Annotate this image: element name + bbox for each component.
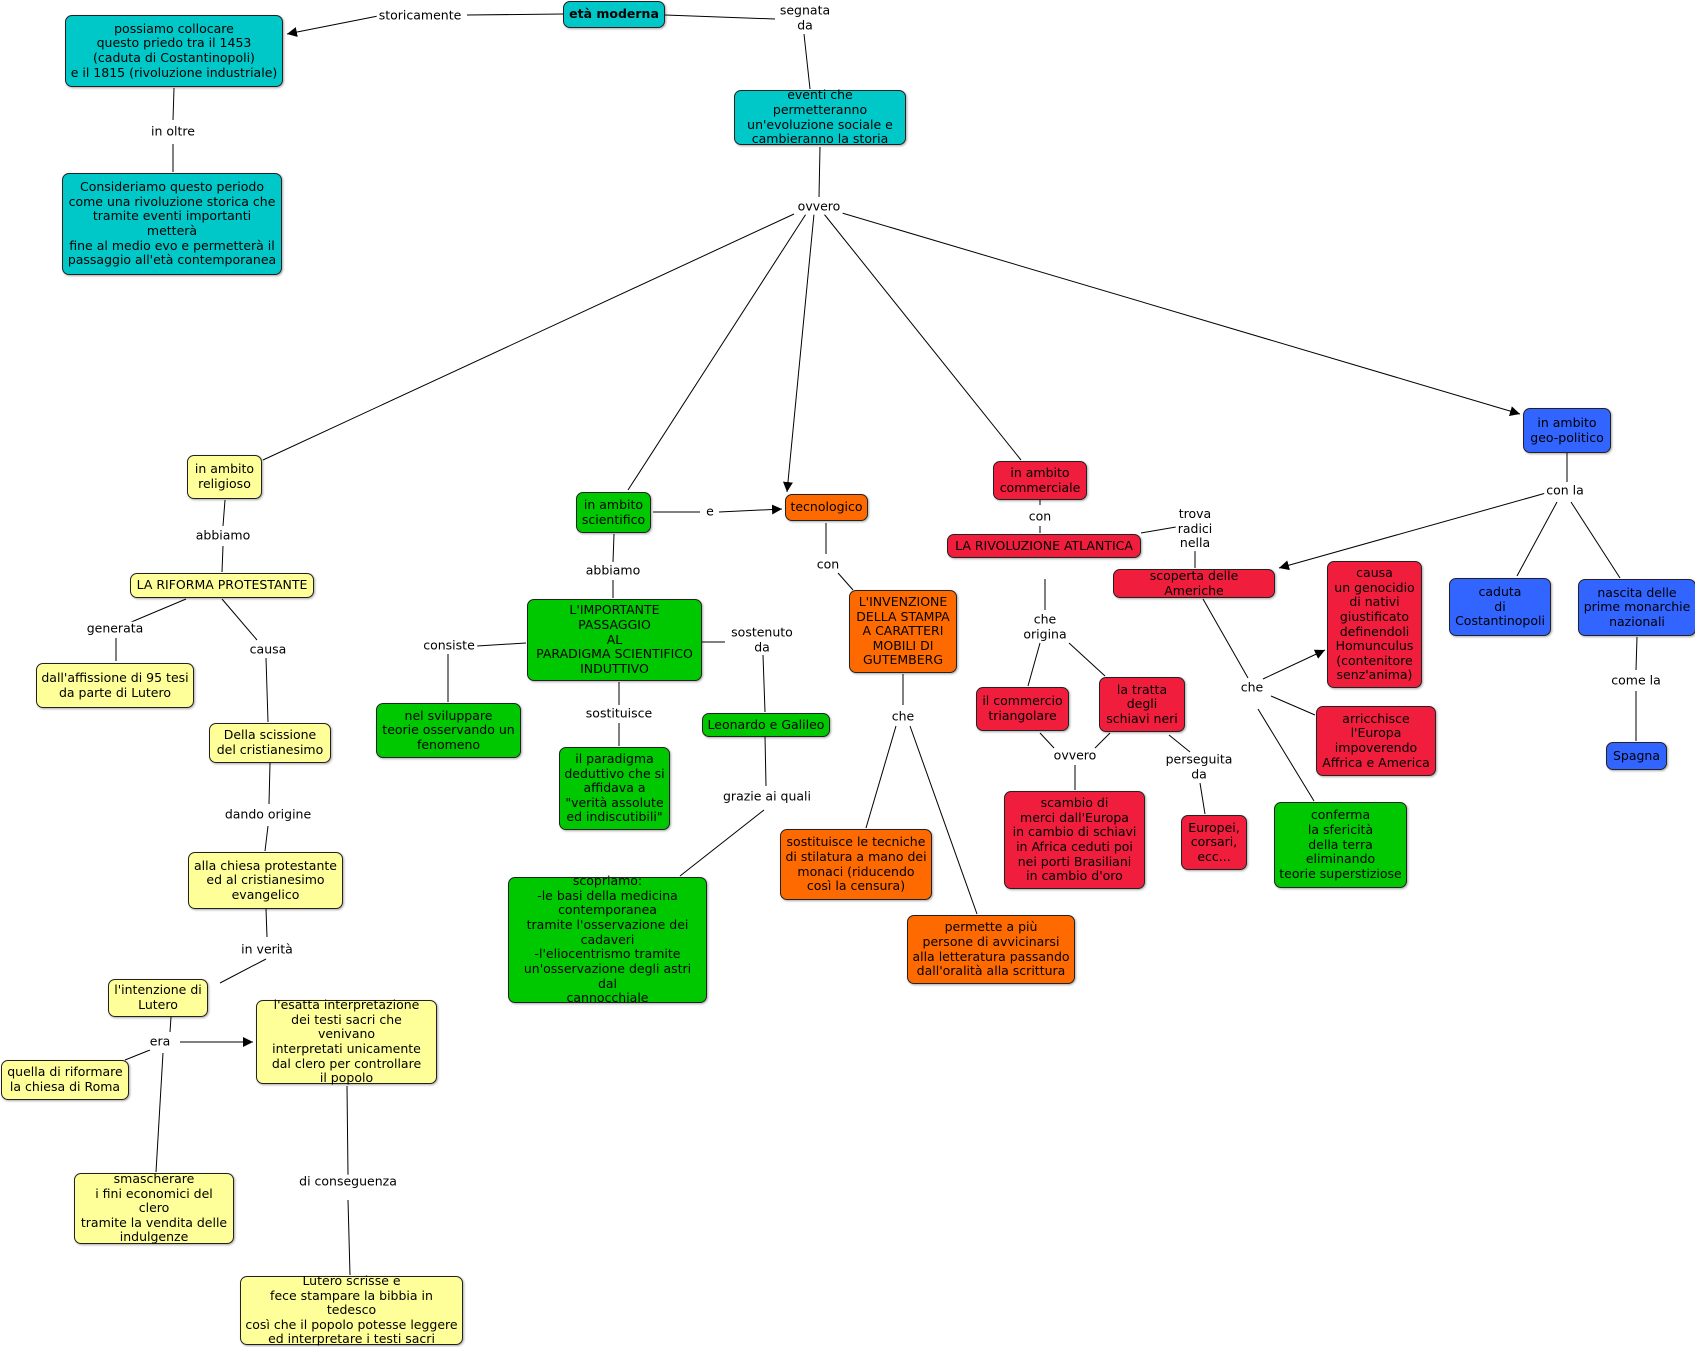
node-spagna[interactable]: Spagna (1606, 742, 1667, 770)
label-trova-radici-nella: trova radici nella (1175, 506, 1215, 551)
node-scientifico[interactable]: in ambito scientifico (576, 492, 651, 533)
label-che-stampa: che (889, 708, 917, 725)
label-con-tecnologico: con (814, 556, 842, 573)
label-con-la: con la (1544, 482, 1586, 499)
node-periodo-date[interactable]: possiamo collocare questo priedo tra il … (65, 15, 283, 87)
label-che-scoperta: che (1238, 679, 1266, 696)
label-era: era (147, 1033, 173, 1050)
node-passaggio[interactable]: L'IMPORTANTE PASSAGGIO AL PARADIGMA SCIE… (527, 599, 702, 681)
label-in-verita: in verità (239, 941, 295, 958)
label-ovvero-commercio: ovvero (1051, 747, 1099, 764)
node-tratta[interactable]: la tratta degli schiavi neri (1099, 677, 1185, 732)
node-stampa[interactable]: L'INVENZIONE DELLA STAMPA A CARATTERI MO… (849, 590, 957, 673)
label-di-conseguenza: di conseguenza (297, 1173, 399, 1190)
node-geopolitico[interactable]: in ambito geo-politico (1523, 408, 1611, 453)
node-riformare[interactable]: quella di riformare la chiesa di Roma (1, 1060, 129, 1100)
node-riforma[interactable]: LA RIFORMA PROTESTANTE (130, 573, 314, 598)
node-scissione[interactable]: Della scissione del cristianesimo (209, 723, 331, 763)
label-consiste: consiste (421, 637, 477, 654)
node-scopriamo[interactable]: scopriamo: -le basi della medicina conte… (508, 873, 707, 1005)
node-rivoluzione-atlantica[interactable]: LA RIVOLUZIONE ATLANTICA (947, 534, 1141, 558)
node-europei[interactable]: Europei, corsari, ecc... (1181, 815, 1247, 870)
node-religioso[interactable]: in ambito religioso (187, 455, 262, 499)
label-con-commerciale: con (1026, 508, 1054, 525)
label-ovvero: ovvero (795, 198, 843, 215)
node-commerciale[interactable]: in ambito commerciale (993, 461, 1087, 500)
label-che-origina: che origina (1021, 611, 1069, 642)
label-in-oltre: in oltre (149, 123, 197, 140)
node-chiesa-protestante[interactable]: alla chiesa protestante ed al cristianes… (188, 852, 343, 909)
node-intenzione[interactable]: l'intenzione di Lutero (108, 979, 208, 1017)
label-causa: causa (247, 641, 289, 658)
node-commercio-triangolare[interactable]: il commercio triangolare (976, 687, 1069, 731)
node-permette[interactable]: permette a più persone di avvicinarsi al… (907, 915, 1075, 984)
node-caduta[interactable]: caduta di Costantinopoli (1449, 578, 1551, 636)
label-storicamente: storicamente (376, 7, 464, 24)
label-dando-origine: dando origine (222, 806, 314, 823)
node-conferma[interactable]: conferma la sfericità della terra elimin… (1274, 802, 1407, 888)
node-eta-moderna[interactable]: età moderna (563, 1, 665, 28)
label-sostenuto-da: sostenuto da (729, 624, 795, 655)
node-affissione[interactable]: dall'affissione di 95 tesi da parte di L… (36, 663, 194, 708)
node-smascherare[interactable]: smascherare i fini economici del clero t… (74, 1171, 234, 1244)
node-interpretazione[interactable]: l'esatta interpretazione dei testi sacri… (256, 997, 437, 1085)
node-lutero-bibbia[interactable]: Lutero scrisse e fece stampare la bibbia… (240, 1273, 463, 1346)
node-arricchisce[interactable]: arricchisce l'Europa impoverendo Affrica… (1316, 706, 1436, 776)
node-sviluppare[interactable]: nel sviluppare teorie osservando un feno… (376, 703, 521, 758)
label-sostituisce: sostituisce (583, 705, 655, 722)
node-scoperta[interactable]: scoperta delle Americhe (1113, 568, 1275, 598)
label-abbiamo-religioso: abbiamo (193, 527, 253, 544)
label-generata: generata (84, 620, 146, 637)
node-sostituisce-tecniche[interactable]: sostituisce le tecniche di stilatura a m… (780, 829, 932, 900)
label-segnata-da: segnata da (777, 2, 833, 33)
node-tecnologico[interactable]: tecnologico (785, 494, 868, 521)
node-nascita[interactable]: nascita delle prime monarchie nazionali (1578, 579, 1695, 636)
label-abbiamo-scientifico: abbiamo (583, 562, 643, 579)
label-grazie-ai-quali: grazie ai quali (720, 788, 814, 805)
label-come-la: come la (1609, 672, 1663, 689)
label-perseguita-da: perseguita da (1163, 751, 1235, 782)
node-scambio[interactable]: scambio di merci dall'Europa in cambio d… (1004, 791, 1145, 889)
node-consideriamo[interactable]: Consideriamo questo periodo come una riv… (62, 173, 282, 275)
label-e: e (704, 503, 716, 520)
node-leonardo[interactable]: Leonardo e Galileo (702, 713, 830, 737)
node-genocidio[interactable]: causa un genocidio di nativi giustificat… (1327, 561, 1422, 688)
node-deduttivo[interactable]: il paradigma deduttivo che si affidava a… (559, 747, 670, 830)
node-eventi[interactable]: eventi che permetteranno un'evoluzione s… (734, 87, 906, 146)
